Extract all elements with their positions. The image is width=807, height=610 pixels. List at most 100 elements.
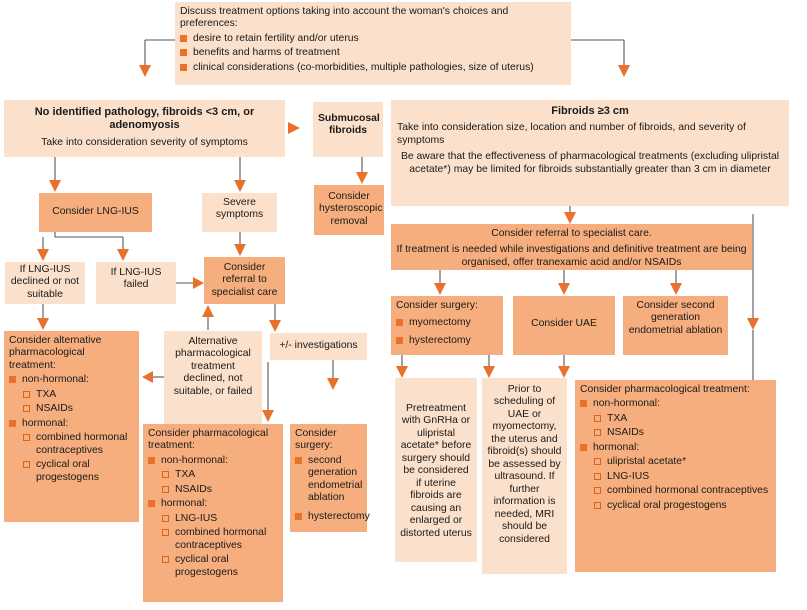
no-pathology-note: Take into consideration severity of symp…	[41, 137, 248, 149]
lng-ius-failed-text: If LNG-IUS failed	[110, 267, 162, 291]
drug-item: combined hormonal contraceptives	[36, 432, 128, 456]
hollow-bullet-icon	[594, 501, 601, 509]
submucosal-title: Submucosal fibroids	[318, 113, 380, 137]
square-bullet-icon	[180, 63, 187, 71]
drug-item: TXA	[36, 388, 57, 400]
referral-specialist-right-box: Consider referral to specialist care. If…	[391, 224, 752, 270]
drug-item: LNG-IUS	[607, 470, 650, 482]
discuss-bullet: clinical considerations (co-morbidities,…	[180, 62, 566, 74]
drug-item: cyclical oral progestogens	[175, 554, 238, 578]
hollow-bullet-icon	[594, 487, 601, 495]
drug-item: ulipristal acetate*	[607, 456, 687, 468]
surgery-box: Consider surgery: second generation endo…	[290, 424, 370, 532]
surgery-item: hysterectomy	[409, 334, 471, 346]
pharmacological-right-box: Consider pharmacological treatment: non-…	[575, 380, 776, 572]
square-bullet-icon	[580, 400, 587, 408]
lng-ius-failed-box: If LNG-IUS failed	[96, 262, 176, 304]
pharm-title: Consider pharmacological treatment:	[148, 428, 269, 452]
hollow-bullet-icon	[594, 429, 601, 437]
no-pathology-box: No identified pathology, fibroids <3 cm,…	[4, 100, 285, 157]
square-bullet-icon	[396, 336, 403, 344]
lng-ius-declined-text: If LNG-IUS declined or not suitable	[10, 264, 80, 300]
hysteroscopic-removal-text: Consider hysteroscopic removal	[319, 191, 383, 227]
referral-specialist-text: Consider referral to specialist care	[211, 262, 278, 298]
hollow-bullet-icon	[23, 461, 30, 469]
lng-ius-declined-box: If LNG-IUS declined or not suitable	[5, 262, 85, 304]
uae-text: Consider UAE	[531, 318, 597, 329]
fibroids-large-note2: Be aware that the effectiveness of pharm…	[400, 151, 780, 175]
discuss-bullet: benefits and harms of treatment	[180, 47, 566, 59]
drug-item: NSAIDs	[175, 483, 212, 495]
hollow-bullet-icon	[594, 458, 601, 466]
hollow-bullet-icon	[162, 471, 169, 479]
hysteroscopic-removal-box: Consider hysteroscopic removal	[314, 185, 384, 235]
square-bullet-icon	[180, 34, 187, 42]
square-bullet-icon	[396, 319, 403, 327]
drug-item: cyclical oral progestogens	[607, 499, 727, 511]
hollow-bullet-icon	[162, 514, 169, 522]
lng-ius-box: Consider LNG-IUS	[39, 193, 152, 232]
drug-item: LNG-IUS	[175, 512, 218, 524]
surgery-item: myomectomy	[409, 317, 471, 329]
hollow-bullet-icon	[23, 405, 30, 413]
drug-item: TXA	[175, 469, 196, 481]
discuss-intro: Discuss treatment options taking into ac…	[180, 6, 509, 30]
pharm-right-title: Consider pharmacological treatment:	[580, 384, 750, 395]
submucosal-box: Submucosal fibroids	[313, 102, 383, 157]
surgery-item: hysterectomy	[308, 510, 370, 522]
pharmacological-treatment-box: Consider pharmacological treatment: non-…	[143, 424, 283, 602]
investigations-text: +/- investigations	[279, 340, 358, 351]
square-bullet-icon	[180, 49, 187, 57]
ablation-box: Consider second generation endometrial a…	[623, 296, 728, 355]
hollow-bullet-icon	[594, 414, 601, 422]
drug-item: TXA	[607, 412, 628, 424]
investigations-box: +/- investigations	[270, 333, 367, 360]
hormonal-label: hormonal:	[593, 441, 640, 453]
lng-ius-text: Consider LNG-IUS	[52, 206, 139, 217]
drug-item: combined hormonal contraceptives	[175, 527, 267, 551]
surgery-right-box: Consider surgery: myomectomy hysterectom…	[391, 296, 503, 355]
alternative-declined-box: Alternative pharmacological treatment de…	[164, 331, 262, 424]
drug-item: cyclical oral progestogens	[36, 459, 99, 483]
surgery-title: Consider surgery:	[295, 428, 337, 452]
fibroids-large-title: Fibroids ≥3 cm	[551, 105, 629, 117]
square-bullet-icon	[295, 512, 302, 520]
severe-symptoms-box: Severe symptoms	[202, 193, 277, 232]
non-hormonal-label: non-hormonal:	[22, 374, 90, 386]
prior-scheduling-text: Prior to scheduling of UAE or myomectomy…	[487, 384, 562, 545]
surgery-item: second generation endometrial ablation	[308, 454, 363, 504]
drug-item: NSAIDs	[607, 427, 644, 439]
hormonal-label: hormonal:	[161, 498, 208, 510]
ablation-text: Consider second generation endometrial a…	[628, 300, 723, 336]
uae-box: Consider UAE	[513, 296, 615, 355]
square-bullet-icon	[148, 456, 155, 464]
referral-right-note: If treatment is needed while investigati…	[396, 244, 747, 268]
hollow-bullet-icon	[162, 529, 169, 537]
alternative-pharmacological-box: Consider alternative pharmacological tre…	[4, 331, 139, 522]
fibroids-large-box: Fibroids ≥3 cm Take into consideration s…	[391, 100, 789, 206]
referral-right-title: Consider referral to specialist care.	[491, 228, 652, 239]
hollow-bullet-icon	[162, 556, 169, 564]
severe-symptoms-text: Severe symptoms	[215, 197, 264, 221]
drug-item: NSAIDs	[36, 403, 73, 415]
discuss-bullet: desire to retain fertility and/or uterus	[180, 33, 566, 45]
pretreatment-box: Pretreatment with GnRHa or ulipristal ac…	[395, 378, 477, 562]
drug-item: combined hormonal contraceptives	[607, 485, 769, 497]
hollow-bullet-icon	[23, 390, 30, 398]
pretreatment-text: Pretreatment with GnRHa or ulipristal ac…	[400, 403, 472, 539]
square-bullet-icon	[295, 456, 302, 464]
alt-pharm-title: Consider alternative pharmacological tre…	[9, 335, 102, 371]
hollow-bullet-icon	[594, 472, 601, 480]
no-pathology-title: No identified pathology, fibroids <3 cm,…	[34, 106, 255, 132]
square-bullet-icon	[148, 500, 155, 508]
surgery-right-title: Consider surgery:	[396, 300, 479, 311]
hormonal-label: hormonal:	[22, 417, 69, 429]
referral-specialist-box: Consider referral to specialist care	[204, 257, 285, 304]
prior-scheduling-box: Prior to scheduling of UAE or myomectomy…	[482, 378, 567, 574]
hollow-bullet-icon	[162, 485, 169, 493]
square-bullet-icon	[9, 376, 16, 384]
hollow-bullet-icon	[23, 434, 30, 442]
discuss-options-box: Discuss treatment options taking into ac…	[175, 2, 571, 85]
